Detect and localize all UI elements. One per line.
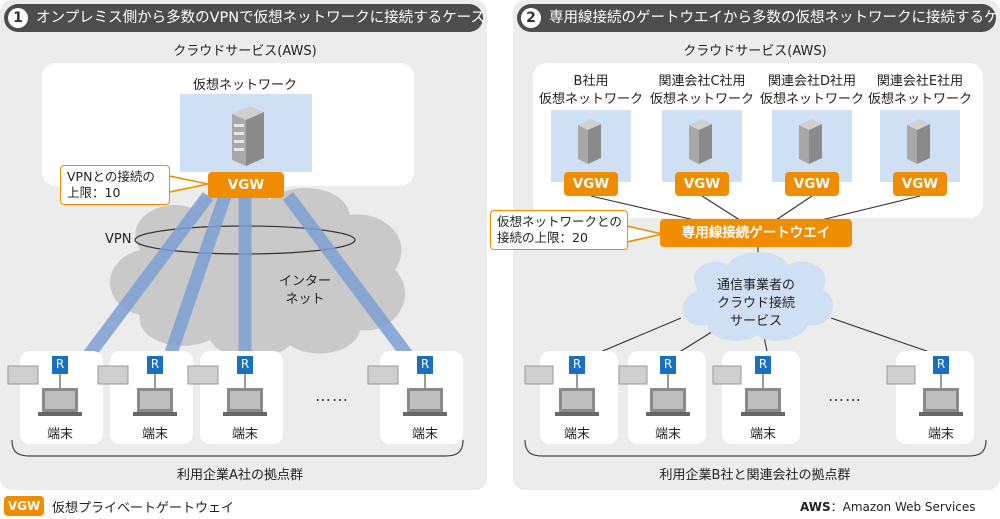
right-ellipsis: …… [828, 386, 862, 405]
right-router-4: R [936, 357, 946, 371]
right-site-icons [524, 356, 987, 457]
right-callout: 仮想ネットワークとの 接続の上限：20 [490, 210, 628, 250]
right-router-3: R [758, 357, 768, 371]
legend-vgw-key: VGW [4, 496, 44, 516]
left-callout-line1: VPNとの接続の [67, 169, 155, 184]
right-vnet-4-line2: 仮想ネットワーク [867, 92, 972, 107]
left-site-1-icons [7, 356, 82, 416]
right-cloud-label: クラウドサービス(AWS) [683, 44, 827, 59]
left-site-icons [7, 356, 464, 457]
panel-left-number: 1 [8, 8, 28, 28]
right-vgw-3: VGW [785, 172, 839, 196]
right-terminal-4: 端末 [927, 427, 954, 442]
legend-text: 仮想プライベートゲートウェイ [52, 501, 235, 516]
right-callout-pointer [618, 223, 663, 245]
left-cloud-label: クラウドサービス(AWS) [173, 44, 317, 59]
right-site-3-icons [712, 356, 785, 416]
footnote: AWS：Amazon Web Services [800, 498, 976, 515]
right-callout-line2: 接続の上限：20 [497, 230, 588, 245]
left-terminal-4: 端末 [411, 427, 438, 442]
footnote-key: AWS [800, 500, 831, 514]
right-vnet-1-line2: 仮想ネットワーク [538, 92, 643, 107]
right-vnet-3-line2: 仮想ネットワーク [759, 92, 864, 107]
left-terminal-2: 端末 [141, 427, 168, 442]
left-ellipsis: …… [315, 386, 349, 405]
carrier-label-line2: クラウド接続 [716, 296, 795, 311]
right-vnet-4-line1: 関連会社E社用 [876, 74, 964, 89]
carrier-label-line1: 通信事業者の [716, 278, 795, 293]
left-vnet-label: 仮想ネットワーク [192, 78, 297, 93]
right-callout-line1: 仮想ネットワークとの [497, 214, 622, 229]
panel-right-header: 2 専用線接続のゲートウエイから多数の仮想ネットワークに接続するケース [517, 4, 1000, 32]
panel-left-title: オンプレミス側から多数のVPNで仮想ネットワークに接続するケース [36, 10, 485, 26]
left-site-3-icons [187, 356, 267, 416]
right-vgw-4: VGW [893, 172, 947, 196]
vpn-label: VPN [105, 232, 132, 247]
right-vnet-3-line1: 関連会社D社用 [767, 74, 856, 89]
left-terminal-3: 端末 [231, 427, 258, 442]
footnote-text: ：Amazon Web Services [830, 500, 976, 514]
carrier-label-line3: サービス [729, 314, 782, 329]
right-sites-label: 利用企業B社と関連会社の拠点群 [659, 468, 851, 483]
right-site-1-icons [524, 356, 599, 416]
panel-left-header: 1 オンプレミス側から多数のVPNで仮想ネットワークに接続するケース [4, 4, 485, 32]
server-icon [232, 106, 264, 166]
right-vgw-2: VGW [675, 172, 729, 196]
internet-label-line1: インター [278, 274, 331, 289]
right-vgw-1: VGW [564, 172, 618, 196]
left-vgw: VGW [208, 172, 284, 198]
right-vnet-2-line2: 仮想ネットワーク [649, 92, 754, 107]
right-server-icons [578, 119, 930, 164]
left-router-4: R [420, 357, 430, 371]
left-site-4-icons [367, 356, 447, 416]
left-sites-label: 利用企業A社の拠点群 [177, 468, 303, 483]
right-router-1: R [572, 357, 582, 371]
left-site-2-icons [97, 356, 177, 416]
left-callout-pointer [160, 173, 209, 195]
panel-right-title: 専用線接続のゲートウエイから多数の仮想ネットワークに接続するケース [549, 10, 1000, 26]
right-terminal-2: 端末 [654, 427, 681, 442]
vpn-tunnels [82, 192, 414, 360]
right-site-2-icons [618, 356, 690, 416]
left-router-2: R [150, 357, 160, 371]
internet-label-line2: ネット [285, 292, 325, 307]
left-terminal-1: 端末 [46, 427, 73, 442]
right-vnet-2-line1: 関連会社C社用 [658, 74, 746, 89]
panel-right-number: 2 [521, 8, 541, 28]
left-router-1: R [55, 357, 65, 371]
left-router-3: R [240, 357, 250, 371]
right-router-2: R [663, 357, 673, 371]
right-terminal-3: 端末 [749, 427, 776, 442]
right-terminal-1: 端末 [563, 427, 590, 442]
left-callout-line2: 上限：10 [67, 185, 121, 200]
right-vnet-1-line1: B社用 [573, 74, 609, 89]
right-site-4-icons [886, 356, 963, 416]
dedicated-gateway: 専用線接続ゲートウエイ [660, 219, 852, 247]
left-callout: VPNとの接続の 上限：10 [60, 165, 170, 205]
right-servers-and-links [578, 119, 942, 357]
